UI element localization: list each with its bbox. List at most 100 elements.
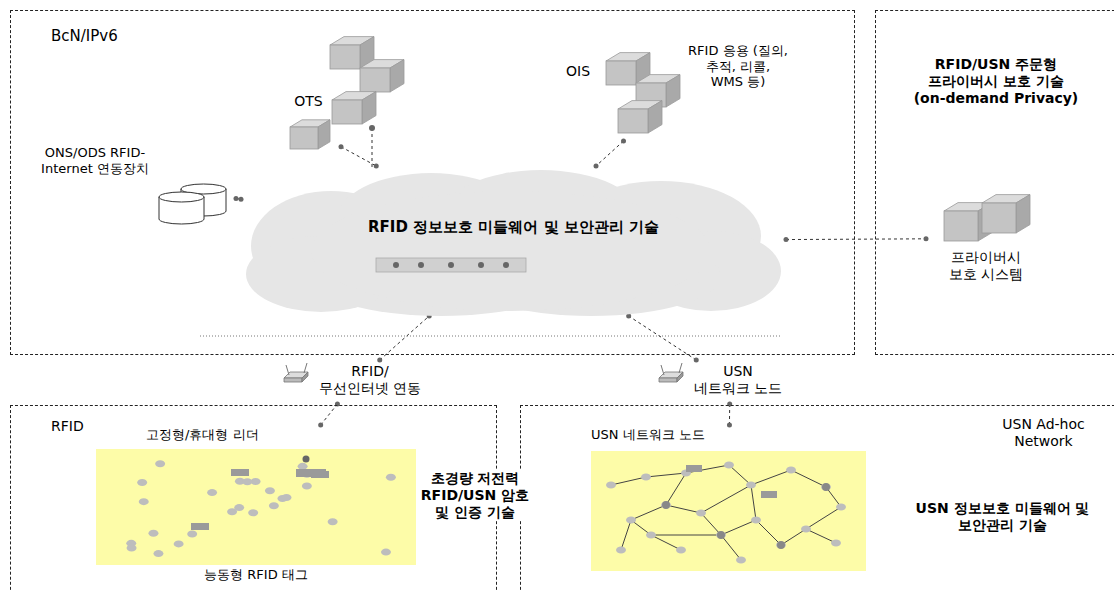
sink-node: [761, 491, 777, 498]
rfid-tag: [265, 487, 275, 494]
sensor-field: [591, 451, 866, 571]
connector-dot: [784, 237, 789, 242]
ons-ods-database: ONS/ODS RFID-Internet 연동장치: [41, 141, 236, 226]
node-label: RFID: [51, 418, 131, 435]
connector-dot: [924, 236, 929, 241]
rfid-tag: [155, 460, 165, 467]
connector-dot: [374, 164, 379, 169]
reader: [191, 523, 209, 530]
sensor-node: [641, 474, 651, 481]
text-holder: RFID 정보보호 미들웨어 및 보안관리 기술: [336, 218, 691, 236]
sensor-link: [791, 470, 826, 487]
sensor-link: [651, 535, 721, 536]
label-holder: 초경량 저전력 RFID/USN 암호 및 인증 기술: [418, 470, 532, 520]
rfid-tag: [148, 530, 158, 537]
node-graphic: [241, 166, 786, 316]
label-holder: USN 정보보호 미들웨어 및 보안관리 기술: [900, 500, 1105, 534]
node-graphic: [96, 425, 416, 587]
server-front: [360, 68, 390, 92]
server-front: [332, 100, 362, 124]
text-holder: RFID/USN 주문형 프라이버시 보호 기술 (on-demand Priv…: [911, 56, 1081, 106]
sensor-node: [724, 462, 734, 469]
sensor-node: [676, 547, 686, 554]
rfid-tag: [381, 549, 391, 556]
tag-field: [96, 449, 416, 565]
rfid-tag: [281, 494, 291, 501]
application-servers: OIS RFID 응용 (질의, 추적, 리콜, WMS 등): [566, 41, 791, 141]
sensor-node: [776, 542, 786, 549]
server-side: [390, 60, 404, 92]
dashed-connector: [596, 141, 624, 166]
rfid-tag: [187, 531, 197, 538]
rfid-tag: [153, 550, 163, 557]
sensor-link: [806, 529, 836, 543]
rfid-tag: [386, 474, 396, 481]
sensor-node: [751, 517, 761, 524]
dashed-connector: [729, 404, 730, 425]
sensor-link: [701, 513, 721, 535]
node-label: USN 네트워크 노드: [693, 363, 783, 397]
sensor-link: [721, 520, 756, 535]
cloud-part: [311, 191, 711, 311]
text-holder: USN 네트워크 노드: [693, 363, 783, 397]
server-front: [606, 61, 636, 85]
rfid-tag-field: 고정형/휴대형 리더능동형 RFID 태그: [96, 425, 416, 587]
db-top: [159, 192, 204, 202]
bar-port: [448, 262, 454, 268]
node-label: RFID/USN 주문형 프라이버시 보호 기술 (on-demand Priv…: [911, 56, 1081, 106]
text-holder: RFID 응용 (질의, 추적, 리콜, WMS 등): [688, 43, 788, 90]
dashed-connector: [321, 404, 338, 425]
node-sublabel: 능동형 RFID 태그: [156, 567, 356, 583]
node-sublabel: RFID 응용 (질의, 추적, 리콜, WMS 등): [688, 43, 788, 90]
sensor-link: [651, 535, 681, 550]
server-front: [330, 45, 360, 69]
text-holder: OTS: [276, 93, 341, 110]
text-holder: 프라이버시 보호 시스템: [936, 249, 1036, 283]
server-side: [318, 120, 330, 149]
connector-dot: [377, 358, 382, 363]
sensor-link: [666, 505, 701, 513]
sensor-link: [611, 477, 646, 485]
privacy-region: RFID/USN 주문형 프라이버시 보호 기술 (on-demand Priv…: [875, 10, 1114, 355]
node-label: OIS: [566, 63, 602, 80]
sensor-node: [696, 510, 706, 517]
network-region: BcN/IPv6RFID 정보보호 미들웨어 및 보안관리 기술OTSOISRF…: [10, 10, 855, 355]
dashed-link: [372, 128, 373, 168]
text-holder: RFID/ 무선인터넷 연동: [316, 363, 424, 397]
usn-sensor-field: USN 네트워크 노드: [591, 425, 866, 571]
sensor-node: [821, 484, 831, 491]
connector-dot: [339, 144, 344, 149]
connector-dot: [318, 423, 323, 428]
rfid-tag: [269, 502, 279, 509]
rfid-tag: [174, 540, 184, 547]
router-antenna: [661, 365, 664, 375]
sensor-link: [721, 535, 741, 560]
sensor-node: [616, 547, 626, 554]
sensor-node: [716, 532, 726, 539]
bar-port: [418, 262, 424, 268]
cluster-head: [777, 541, 785, 549]
server-front: [618, 109, 648, 133]
router-antenna: [304, 363, 307, 373]
rfid-tag: [328, 518, 338, 525]
router-front: [659, 378, 677, 382]
text-holder: 고정형/휴대형 리더: [146, 427, 296, 443]
server-front: [290, 127, 318, 149]
sensor-node: [801, 526, 811, 533]
sensor-link: [751, 485, 756, 520]
connector-dot: [621, 139, 626, 144]
rfid-gateway: RFID/ 무선인터넷 연동: [280, 360, 430, 404]
privacy-system: 프라이버시 보호 시스템: [926, 181, 1046, 296]
connector-dot: [234, 196, 239, 201]
link-dot: [369, 125, 375, 131]
rfid-tag: [127, 544, 137, 551]
sensor-link: [666, 473, 686, 505]
text-holder: OIS: [566, 63, 602, 80]
technology-label: 초경량 저전력 RFID/USN 암호 및 인증 기술: [418, 470, 532, 520]
rfid-tag: [242, 478, 252, 485]
sensor-node: [786, 467, 796, 474]
rfid-tag: [248, 509, 258, 516]
rfid-tag: [227, 508, 237, 515]
sensor-link: [621, 520, 631, 550]
